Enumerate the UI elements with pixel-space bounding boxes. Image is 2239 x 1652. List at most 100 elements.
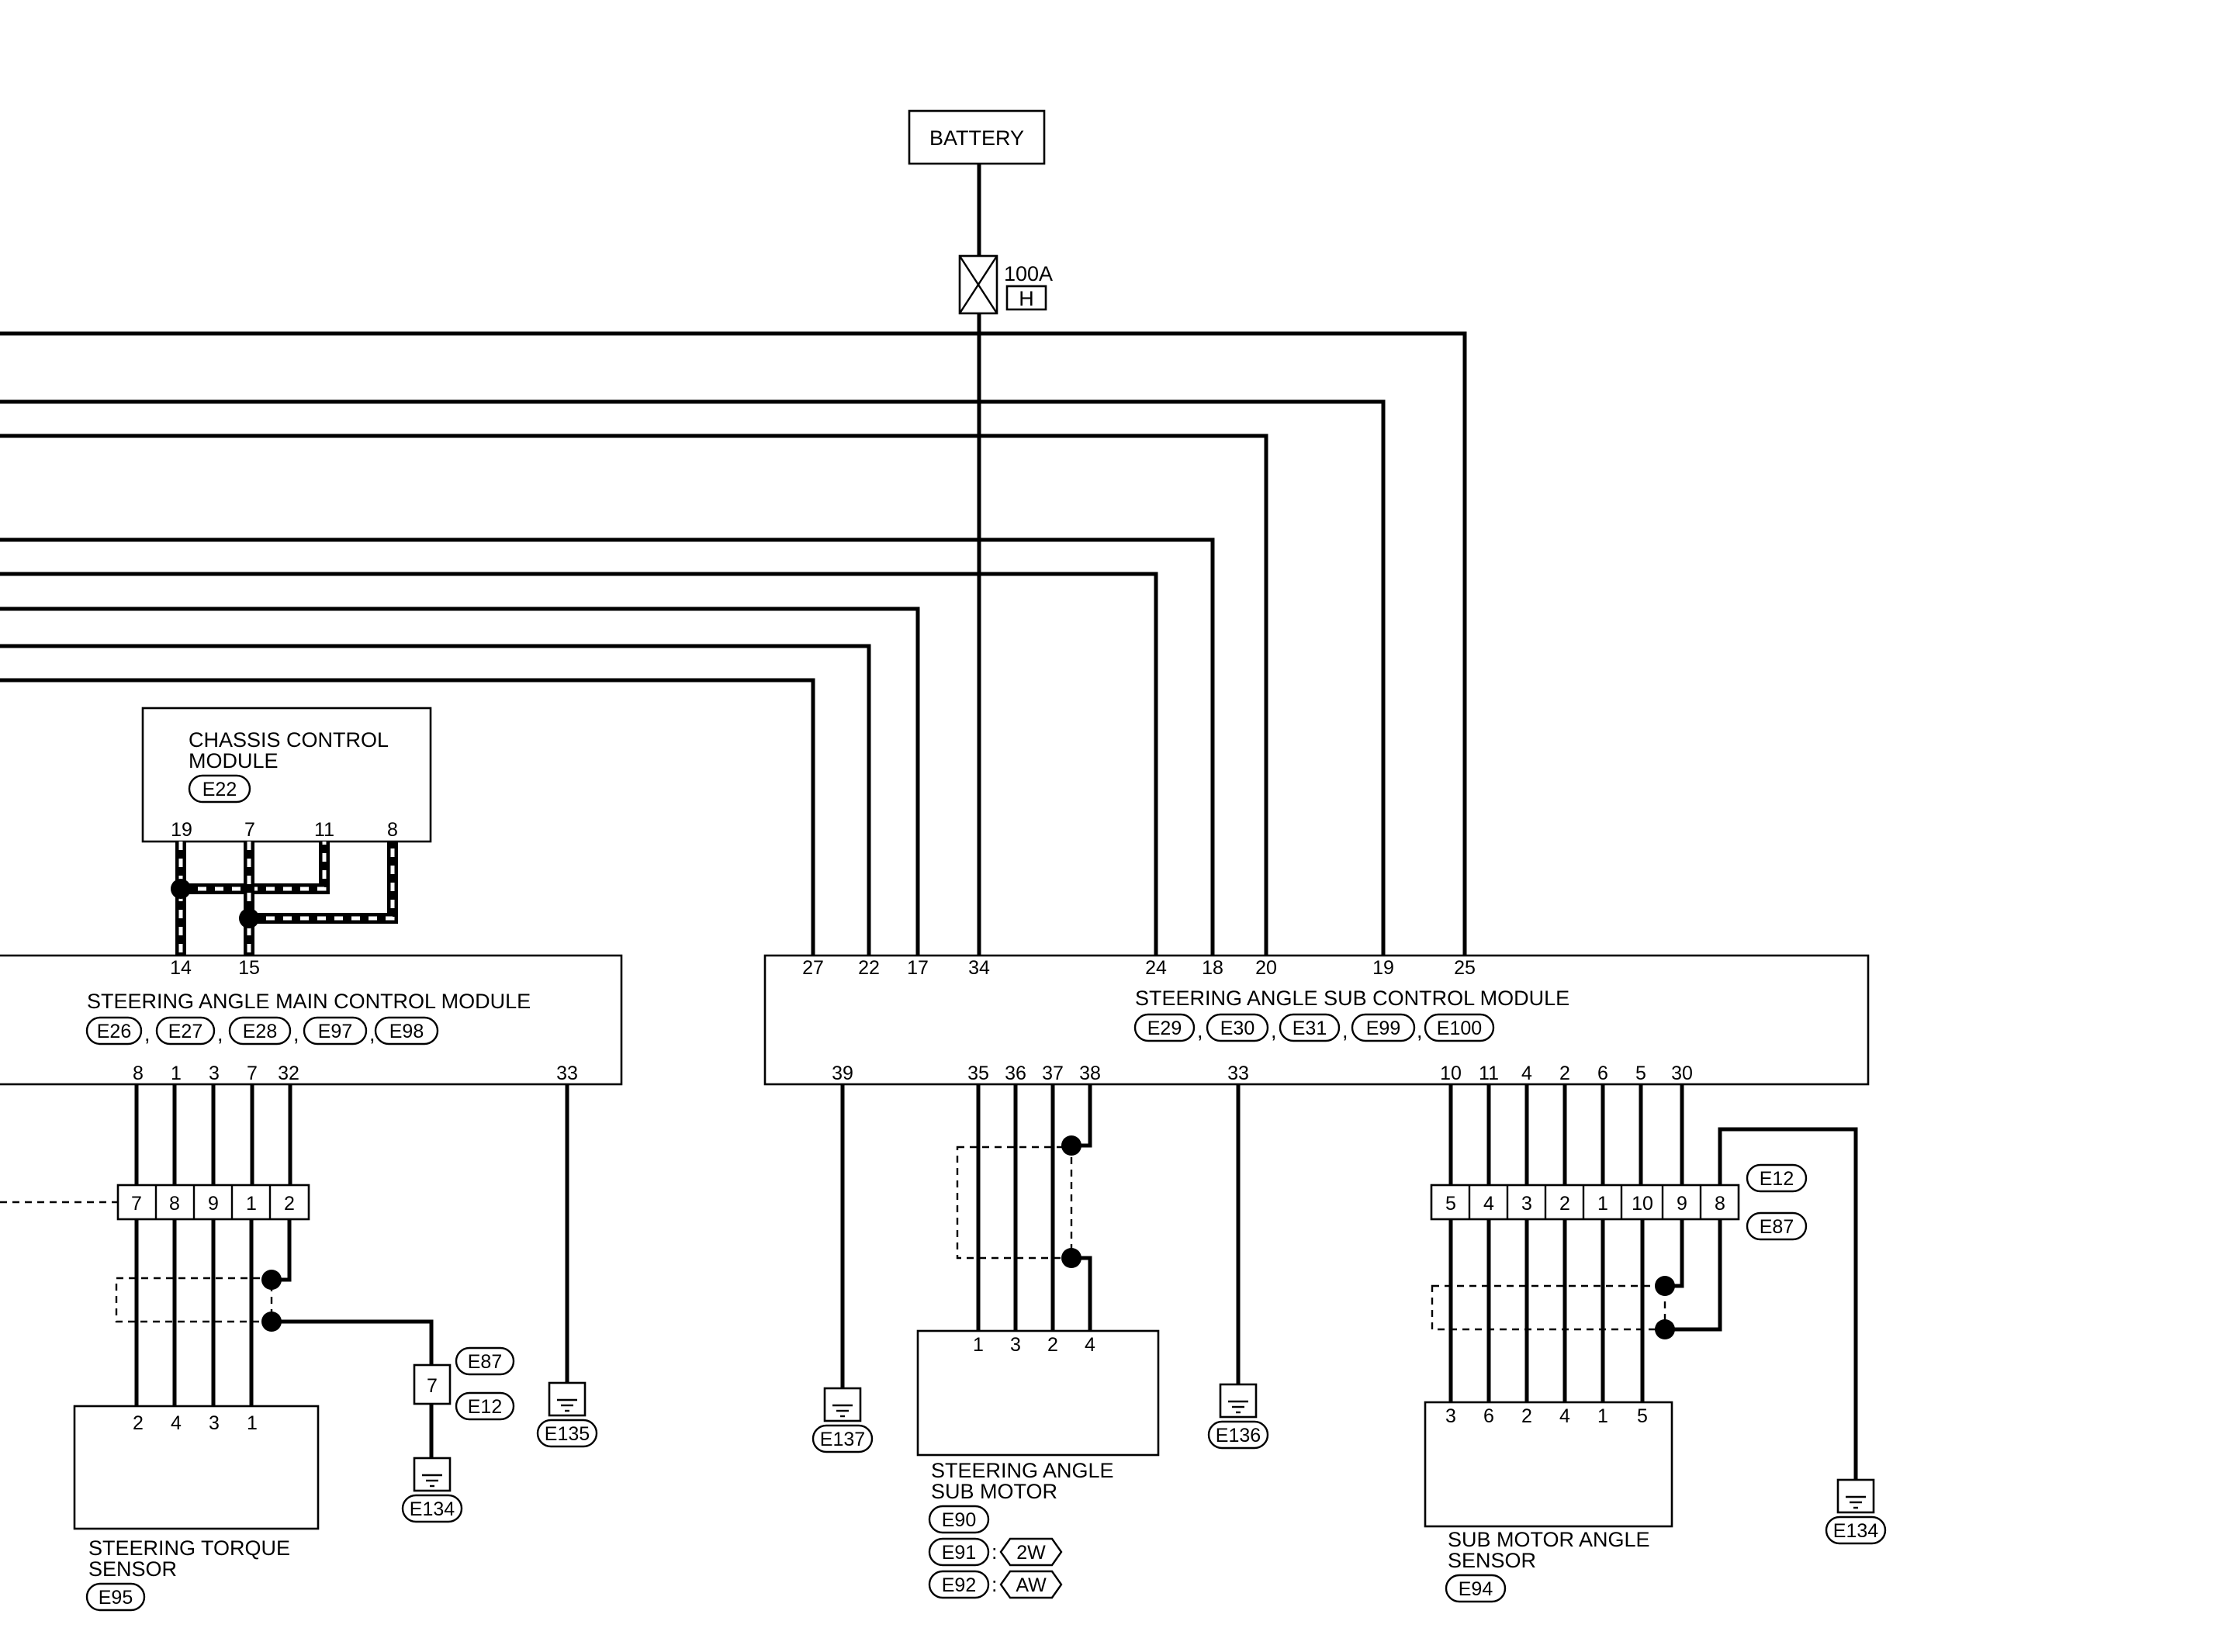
main-connector: E26 [97,1021,131,1042]
ground-ref: E134 [1833,1520,1878,1542]
sub-top-pin: 18 [1202,957,1223,979]
sub-motor-variant-spec: AW [1016,1574,1047,1596]
shield-ground-main: 7 E87 E12 E134 [401,1346,515,1523]
wire-pin-27 [0,678,815,956]
angle-sensor-pin: 2 [1521,1405,1532,1427]
sub-top-pin: 22 [858,957,880,979]
sub-inline-connector-ref: E12 [1760,1168,1794,1190]
wire-pin-24 [0,572,1158,956]
variant-sep: : [991,1573,998,1596]
wire-pin-17 [0,607,920,956]
sub-top-pin: 19 [1372,957,1394,979]
torque-sensor-pin: 4 [171,1412,182,1434]
torque-sensor-connector: E95 [99,1587,133,1609]
steering-angle-sub-motor: 1 3 2 4 STEERING ANGLE SUB MOTOR E90 E91… [916,1329,1160,1599]
sub-connector-pin: 5 [1445,1193,1456,1215]
sub-motor-variant-connector: E91 [942,1542,976,1564]
sub-connector: E100 [1437,1018,1482,1039]
sub-bottom-pin: 35 [967,1063,989,1084]
main-connector: E27 [168,1021,202,1042]
sub-inline-connector-ref: E87 [1760,1216,1794,1238]
chassis-connector: E22 [202,779,237,800]
ground-ref: E135 [545,1423,590,1445]
chassis-control-module: CHASSIS CONTROL MODULE E22 19 7 11 8 [141,707,432,843]
can-bus-lines [171,842,398,956]
sub-bottom-pin: 11 [1479,1063,1499,1084]
comma: , [1271,1019,1277,1042]
sub-motor-wires [956,1084,1092,1331]
ground-sub-8: E134 [1825,1478,1887,1545]
sub-bottom-pin: 2 [1559,1063,1570,1084]
chassis-pin: 7 [244,819,255,841]
main-top-pin: 14 [170,957,192,979]
torque-connector-pin: 7 [131,1193,142,1215]
main-title: STEERING ANGLE MAIN CONTROL MODULE [87,990,531,1013]
sub-bottom-pin: 37 [1042,1063,1064,1084]
wire-pin-20 [0,434,1268,956]
ground-sub-33: E136 [1207,1084,1269,1450]
sub-motor-pin: 1 [973,1334,984,1356]
sub-top-pin: 24 [1145,957,1167,979]
sub-title: STEERING ANGLE SUB CONTROL MODULE [1135,987,1569,1010]
fuse-rating: 100A [1004,262,1053,285]
torque-connector-pin: 9 [208,1193,219,1215]
ground-ref: E136 [1216,1425,1261,1446]
ground-ref: E134 [410,1498,455,1520]
chassis-pin: 8 [387,819,398,841]
sub-connector-pin: 4 [1483,1193,1494,1215]
fuse: 100A H [958,254,1053,315]
chassis-title-2: MODULE [189,749,279,772]
torque-sensor-pin: 1 [247,1412,258,1434]
comma: , [1417,1019,1423,1042]
ground-main-33: E135 [536,1381,598,1448]
ground-sub-39: E137 [812,1084,874,1453]
wire-pin-18 [0,537,1215,956]
sub-motor-angle-sensor: 3 6 2 4 1 5 SUB MOTOR ANGLE SENSOR E94 [1424,1401,1673,1603]
angle-sensor-pin: 6 [1483,1405,1494,1427]
torque-sensor-title: SENSOR [88,1557,177,1581]
torque-sensor-pin: 3 [209,1412,220,1434]
chassis-title-1: CHASSIS CONTROL [189,728,389,752]
wire-pin-25 [0,331,1467,956]
sub-bottom-pin: 30 [1671,1063,1693,1084]
comma: , [144,1022,151,1045]
torque-inline-connector: 7 8 9 1 2 [116,1184,310,1221]
angle-sensor-wires [1448,1084,1858,1480]
torque-sensor-title: STEERING TORQUE [88,1536,290,1560]
angle-sensor-title: SENSOR [1448,1549,1536,1572]
wire-pin-22 [0,644,871,956]
comma: , [369,1022,375,1045]
battery: BATTERY [908,109,1046,165]
shield-connector: E12 [468,1396,502,1418]
main-connector: E28 [243,1021,277,1042]
comma: , [1342,1019,1348,1042]
sub-motor-pin: 3 [1010,1334,1021,1356]
main-module-wires [0,1084,569,1383]
sub-bottom-pin: 33 [1227,1063,1249,1084]
torque-sensor-wires [115,1219,434,1406]
battery-label: BATTERY [929,126,1024,150]
main-connector: E97 [318,1021,352,1042]
angle-sensor-title: SUB MOTOR ANGLE [1448,1528,1650,1551]
sub-connector-pin: 8 [1715,1193,1725,1215]
sub-top-pin: 34 [968,957,990,979]
sub-motor-connector: E90 [942,1509,976,1531]
main-bottom-pin: 32 [278,1063,299,1084]
wire-pin-19 [0,399,1386,956]
main-bottom-pin: 3 [209,1063,220,1084]
sub-motor-pin: 2 [1047,1334,1058,1356]
torque-sensor-pin: 2 [133,1412,144,1434]
sub-bottom-pin: 39 [832,1063,853,1084]
sub-bottom-pin: 4 [1521,1063,1532,1084]
sub-connector-pin: 10 [1632,1193,1653,1215]
fuse-box-label: H [1019,287,1034,310]
sub-bottom-pin: 5 [1635,1063,1646,1084]
comma: , [1197,1019,1203,1042]
sub-motor-title: SUB MOTOR [931,1480,1057,1503]
sub-connector: E30 [1220,1018,1254,1039]
sub-connector-pin: 3 [1521,1193,1532,1215]
sub-motor-variant-spec: 2W [1016,1542,1046,1564]
main-control-module: 14 15 STEERING ANGLE MAIN CONTROL MODULE… [0,954,623,1086]
sub-top-pin: 17 [907,957,929,979]
